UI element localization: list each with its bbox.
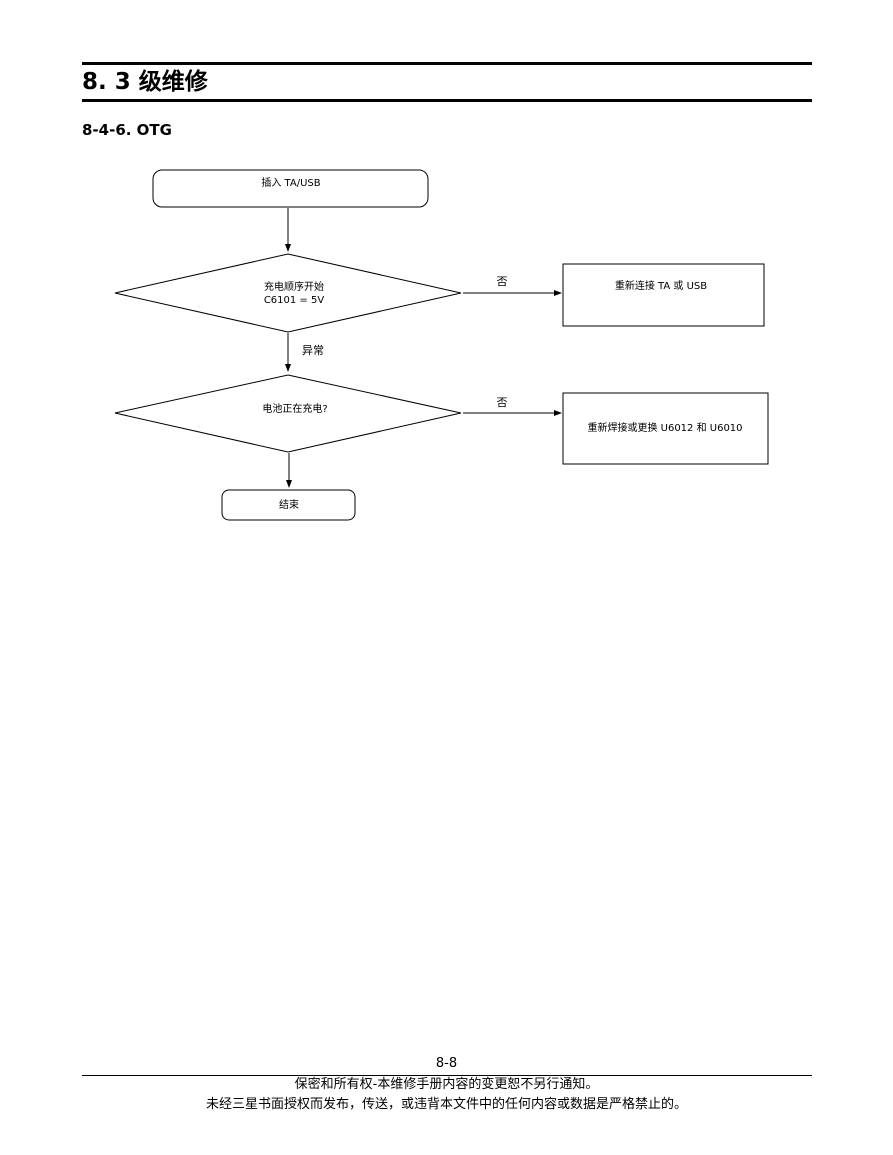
page-number: 8-8: [435, 1056, 458, 1071]
flowchart: 插入 TA/USB 充电顺序开始 C6101 = 5V 否 重新连接 TA 或 …: [114, 169, 769, 521]
decision-2-no-label: 否: [497, 396, 508, 409]
decision-2-label: 电池正在充电?: [262, 402, 327, 415]
header-bottom-rule: [82, 99, 812, 102]
start-node-label: 插入 TA/USB: [261, 176, 320, 189]
decision-1-no-label: 否: [497, 275, 508, 288]
end-node: [221, 489, 356, 521]
end-node-label: 结束: [279, 498, 299, 511]
reconnect-action-label: 重新连接 TA 或 USB: [615, 279, 707, 292]
decision-1-label-line-2: C6101 = 5V: [264, 295, 325, 306]
resolder-action-node: [562, 392, 769, 465]
subsection-title: 8-4-6. OTG: [82, 121, 172, 139]
resolder-action-label: 重新焊接或更换 U6012 和 U6010: [587, 421, 742, 434]
start-node: [152, 169, 429, 208]
reconnect-action-node: [562, 263, 765, 327]
header-top-rule: [82, 62, 812, 65]
decision-2-node: [114, 374, 462, 453]
decision-1-down-label: 异常: [302, 344, 324, 357]
decision-1-label-line-1: 充电顺序开始: [264, 280, 324, 293]
footer-copyright-notice: 未经三星书面授权而发布，传送，或违背本文件中的任何内容或数据是严格禁止的。: [205, 1097, 687, 1112]
footer-rule: [82, 1075, 812, 1076]
section-title: 8. 3 级维修: [82, 69, 208, 95]
footer-confidentiality-notice: 保密和所有权-本维修手册内容的变更恕不另行通知。: [294, 1077, 599, 1092]
decision-1-node: [114, 253, 462, 333]
